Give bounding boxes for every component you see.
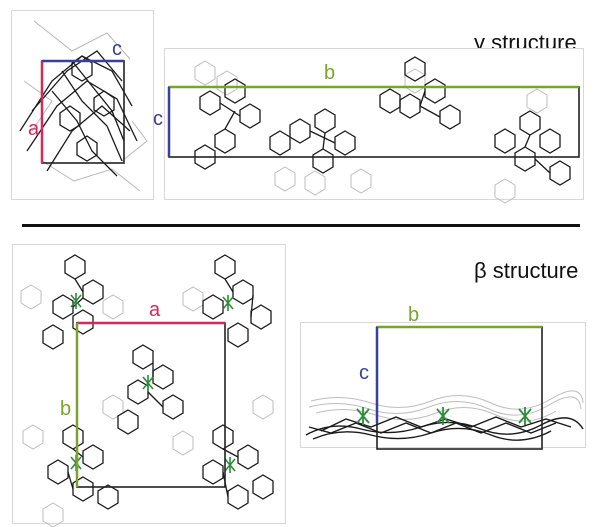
- gamma-molecule-3: [379, 56, 461, 130]
- beta-left-ghost-molecules: [20, 284, 274, 527]
- beta-molecule-top-right: [202, 254, 272, 348]
- beta-right-view-drawing: [305, 325, 584, 450]
- beta-molecule-bottom-left: [47, 424, 119, 510]
- gamma-molecule-4: [494, 110, 571, 186]
- gamma-left-ghost-molecules: [23, 20, 148, 192]
- gamma-left-view-drawing: [19, 20, 148, 192]
- gamma-right-view: b c: [153, 48, 584, 204]
- beta-right-axis-b-label: b: [408, 304, 420, 326]
- gamma-molecule-1: [194, 78, 261, 170]
- beta-molecule-bottom-right: [202, 424, 274, 510]
- gamma-right-axis-c-label: c: [153, 108, 163, 130]
- beta-structure-title: β structure: [474, 258, 579, 283]
- beta-right-view: b c: [300, 305, 586, 450]
- gamma-left-view: a c: [11, 10, 154, 200]
- beta-left-unit-cell: [76, 322, 226, 488]
- gamma-right-axis-b-label: b: [324, 62, 336, 84]
- gamma-right-ghost-molecules: [194, 60, 548, 204]
- beta-left-molecules: [42, 254, 274, 510]
- beta-left-view: a b: [12, 244, 286, 527]
- section-divider: [22, 224, 580, 227]
- gamma-left-axis-a-label: a: [28, 118, 40, 140]
- beta-molecule-center: [117, 344, 184, 435]
- gamma-right-molecules: [194, 56, 571, 186]
- beta-right-axis-c-label: c: [359, 362, 369, 384]
- gamma-right-unit-cell: [168, 86, 580, 158]
- beta-right-unit-cell: [376, 326, 543, 450]
- beta-molecule-top-left: [42, 254, 104, 350]
- gamma-left-axis-c-label: c: [112, 38, 122, 60]
- gamma-right-view-drawing: [167, 56, 580, 204]
- beta-left-view-drawing: [20, 254, 274, 527]
- beta-left-axis-a-label: a: [149, 299, 161, 321]
- beta-right-metal-centers: [356, 407, 532, 425]
- gamma-left-stacked-molecules: [19, 50, 138, 177]
- gamma-molecule-2: [269, 108, 356, 174]
- beta-left-axis-b-label: b: [60, 398, 72, 420]
